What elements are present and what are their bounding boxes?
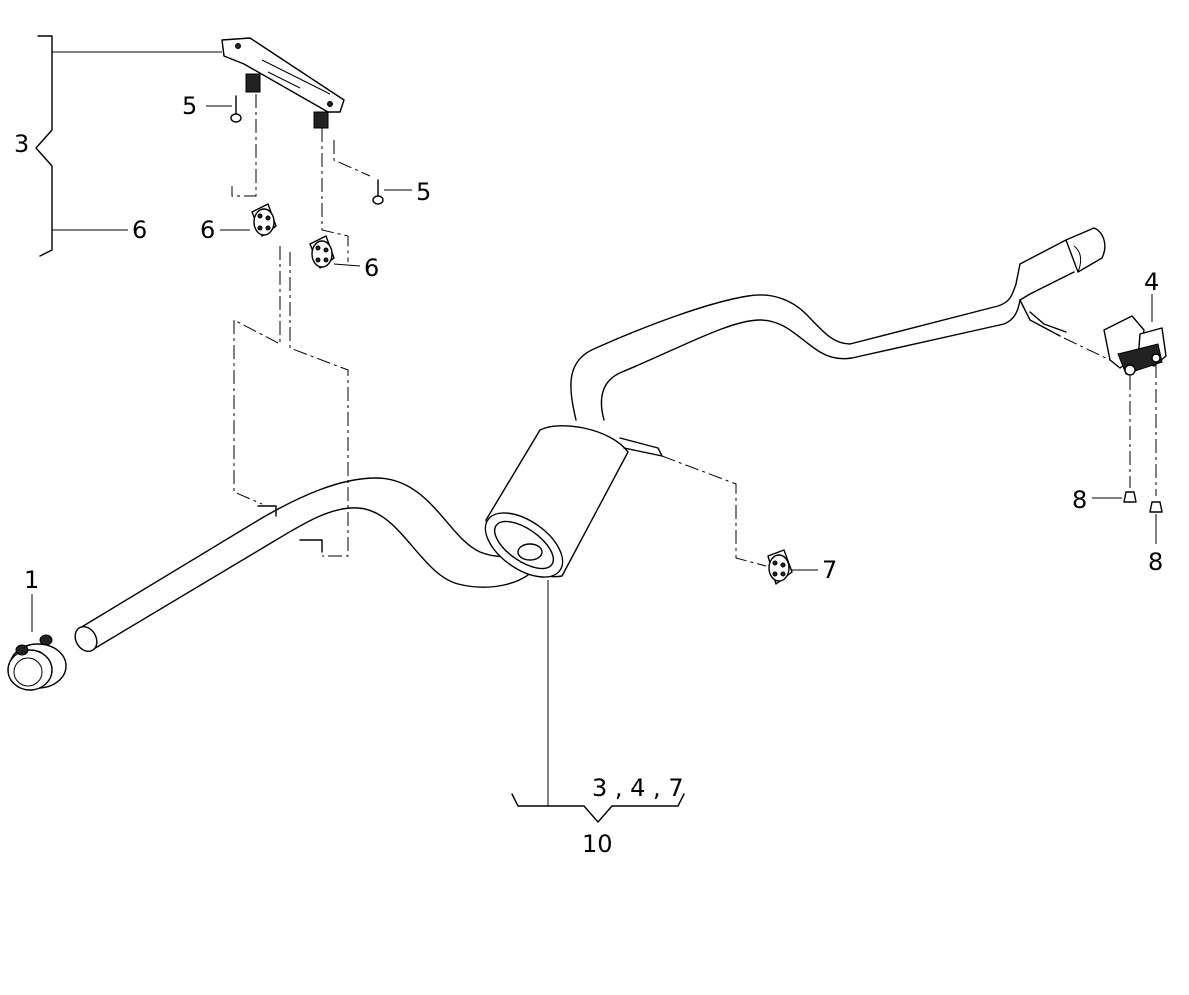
callout-4: 4 <box>1144 268 1159 296</box>
callout-6-right: 6 <box>364 254 379 282</box>
callout-8-left: 8 <box>1072 486 1087 514</box>
screw-5-upper: 5 <box>182 92 242 123</box>
callout-10: 10 <box>582 830 613 858</box>
crossmember-bracket <box>221 37 345 129</box>
guide-line <box>333 140 371 177</box>
guide-line <box>1063 337 1111 361</box>
callout-3-4-7: 3 , 4 , 7 <box>592 774 684 802</box>
nut-8-right: 8 <box>1148 501 1163 576</box>
guide-line <box>231 94 257 197</box>
guide-line <box>661 455 767 567</box>
assembly-10-callout: 3 , 4 , 7 10 <box>511 580 685 858</box>
clamp-1: 1 <box>7 566 67 691</box>
guide-line <box>321 128 349 262</box>
guide-line <box>233 246 281 505</box>
exhaust-pipe <box>74 227 1106 653</box>
callout-6-left: 6 <box>200 216 215 244</box>
rubber-hanger-6-right: 6 <box>309 235 379 282</box>
nut-8-left: 8 <box>1072 486 1137 514</box>
callout-5-upper: 5 <box>182 92 197 120</box>
guide-line <box>289 252 349 557</box>
group-bracket-3: 3 6 <box>14 35 222 257</box>
muffler <box>484 425 663 578</box>
rear-bracket-4: 4 <box>1103 268 1167 376</box>
callout-5-lower: 5 <box>416 178 431 206</box>
screw-5-lower: 5 <box>372 178 431 206</box>
callout-7: 7 <box>822 556 837 584</box>
callout-6-bracket: 6 <box>132 216 147 244</box>
rubber-hanger-6-left: 6 <box>200 203 277 244</box>
callout-1: 1 <box>24 566 39 594</box>
callout-8-right: 8 <box>1148 548 1163 576</box>
rubber-hanger-7: 7 <box>767 549 837 585</box>
callout-3: 3 <box>14 130 29 158</box>
